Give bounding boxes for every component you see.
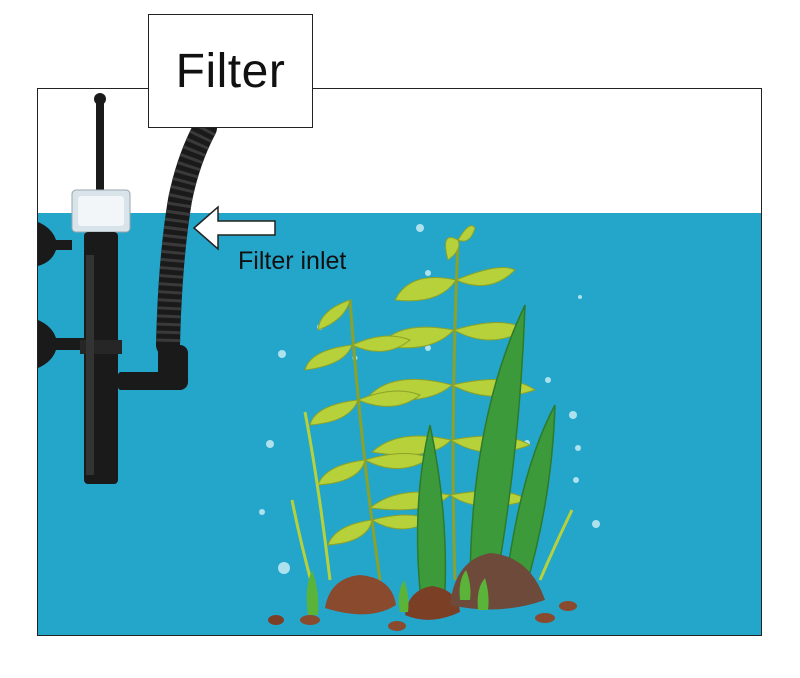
- filter-inlet-label: Filter inlet: [238, 247, 347, 275]
- left-arrow-icon: [192, 205, 276, 251]
- filter-label-text: Filter: [175, 44, 286, 98]
- filter-unit: [71, 93, 188, 484]
- plant-sprouts: [306, 570, 489, 615]
- filter-hose: [156, 116, 217, 357]
- plant-sword: [416, 304, 556, 591]
- water: [38, 213, 761, 635]
- plant-small: [290, 411, 574, 586]
- filter-label: Filter: [148, 14, 313, 128]
- rocks: [268, 553, 577, 631]
- aquarium-tank: [37, 88, 762, 636]
- suction-cups: [38, 222, 84, 368]
